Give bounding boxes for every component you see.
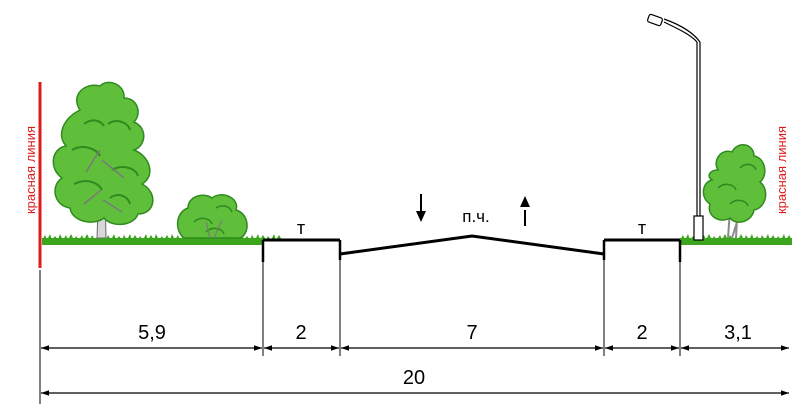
extension-lines [39, 260, 681, 404]
dim-sidewalk-left: 2 [295, 322, 306, 344]
shrub-icon [176, 194, 248, 239]
dim-total: 20 [403, 367, 425, 389]
road-profile [261, 234, 682, 262]
red-line-right-label: красная линия [774, 126, 789, 214]
sidewalk-right-label: т [638, 218, 646, 238]
dim-sidewalk-right: 2 [636, 322, 647, 344]
dim-green-left: 5,9 [138, 322, 166, 344]
dim-roadway: 7 [466, 322, 477, 344]
street-lamp-icon [647, 13, 704, 241]
dim-green-right: 3,1 [724, 322, 752, 344]
dimension-lines [41, 345, 789, 396]
grass-left [42, 234, 282, 245]
red-line-left-label: красная линия [23, 126, 38, 214]
tree-icon [52, 81, 154, 239]
tree-icon [702, 144, 767, 239]
roadway-label: п.ч. [462, 207, 490, 226]
arrow-down-icon [416, 194, 426, 222]
sidewalk-left-label: т [297, 218, 305, 238]
arrow-up-icon [520, 196, 530, 226]
